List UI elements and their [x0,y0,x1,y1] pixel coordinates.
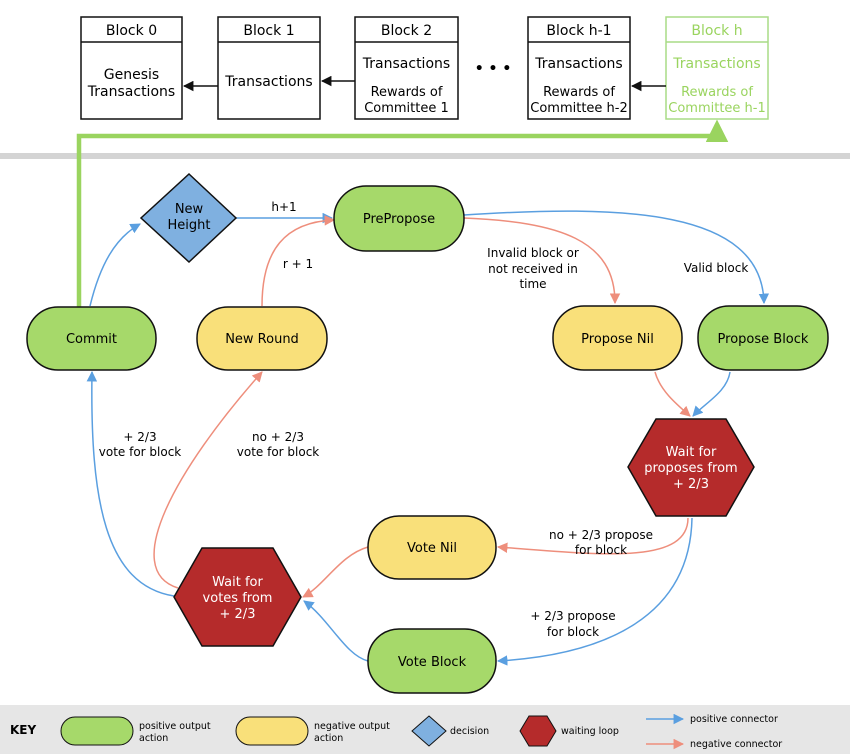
node-commit-label: Commit [66,332,117,347]
edge-labels: h+1 r + 1 Invalid block or not received … [99,200,749,639]
nodes: Commit New Height PrePropose New Round P… [26,172,829,694]
edge-voteblock-to-waitvotes [303,600,369,662]
label-invalid-line2: not received in [488,262,578,276]
label-h-plus-1: h+1 [271,200,296,214]
label-r-plus-1: r + 1 [283,257,313,271]
connectors [86,210,770,666]
legend-key: KEY positive output action negative outp… [0,705,850,754]
label-valid-block: Valid block [684,261,749,275]
block-2-line2: Rewards of [371,85,443,100]
edge-prepropose-to-proposeblock [463,210,770,305]
edge-newround-to-prepropose [261,215,336,307]
legend-decision-label: decision [450,726,489,737]
block-h: Block h Transactions Rewards of Committe… [665,16,769,120]
block-h-line3: Committee h-1 [668,101,766,116]
node-wait-proposes: Wait for proposes from + 2/3 [627,418,755,517]
node-vote-nil-label: Vote Nil [407,541,457,556]
blockchain-row: Block 0 Genesis Transactions Block 1 Tra… [80,16,769,120]
edge-votenil-to-waitvotes [302,546,369,598]
node-propose-nil-label: Propose Nil [581,332,654,347]
block-2-line3: Committee 1 [364,101,449,116]
label-invalid-line3: time [519,277,546,291]
label-no-vote-line2: vote for block [237,445,320,459]
node-wait-votes-line3: + 2/3 [220,607,256,622]
node-new-round: New Round [196,306,328,371]
edge-waitproposes-to-votenil [496,517,689,555]
node-commit: Commit [26,306,157,371]
node-wait-proposes-line1: Wait for [666,445,717,460]
legend-positive-action-swatch [60,716,134,746]
block-2-title: Block 2 [381,23,432,39]
node-new-height: New Height [139,172,238,264]
edge-proposeblock-to-waitproposes [692,371,731,417]
block-2-line1: Transactions [362,56,450,72]
node-vote-block-label: Vote Block [398,655,467,670]
block-1-line1: Transactions [224,74,312,90]
block-h-minus-1-line2: Rewards of [543,85,615,100]
node-new-height-line1: New [175,202,204,217]
node-wait-proposes-line3: + 2/3 [673,477,709,492]
node-propose-block-label: Propose Block [718,332,809,347]
block-1: Block 1 Transactions [217,16,321,120]
block-h-minus-1-line3: Committee h-2 [530,101,628,116]
edge-commit-to-newheight [89,223,141,307]
block-2: Block 2 Transactions Rewards of Committe… [354,16,459,120]
label-no-vote-line1: no + 2/3 [252,430,304,444]
edge-waitvotes-to-commit [86,370,175,597]
chain-ellipsis: • • • [475,61,512,77]
block-0-title: Block 0 [106,23,157,39]
legend-decision-swatch [411,715,447,747]
block-h-minus-1-line1: Transactions [534,56,622,72]
legend-negative-action-line1: negative output [314,721,390,732]
legend-positive-action-line1: positive output [139,721,211,732]
block-0-line2: Transactions [87,84,175,100]
node-new-height-line2: Height [168,218,211,233]
node-propose-nil: Propose Nil [552,305,683,371]
section-divider [0,153,850,159]
node-wait-proposes-line2: proposes from [644,461,737,476]
edge-waitvotes-to-newround [153,371,263,589]
label-no-propose-line1: no + 2/3 propose [549,528,653,542]
block-h-minus-1-title: Block h-1 [546,23,611,39]
legend-negative-connector-label: negative connector [690,739,782,750]
label-vote-for-block-line2: vote for block [99,445,182,459]
node-vote-nil: Vote Nil [367,515,497,580]
block-h-line1: Transactions [672,56,760,72]
node-new-round-label: New Round [225,332,299,347]
legend-positive-action-line2: action [139,733,168,744]
label-vote-for-block-line1: + 2/3 [123,430,156,444]
node-vote-block: Vote Block [367,628,497,694]
node-wait-votes: Wait for votes from + 2/3 [173,547,302,647]
node-wait-votes-line2: votes from [203,591,273,606]
block-1-title: Block 1 [243,23,294,39]
block-0: Block 0 Genesis Transactions [80,16,183,120]
label-no-propose-line2: for block [575,543,627,557]
legend-negative-action-swatch [235,716,309,746]
edge-proposenil-to-waitproposes [654,371,691,417]
block-h-line2: Rewards of [681,85,753,100]
legend-waiting-loop-label: waiting loop [561,726,619,737]
node-prepropose: PrePropose [333,185,465,252]
block-0-line1: Genesis [104,67,159,83]
node-propose-block: Propose Block [697,305,829,371]
legend-title: KEY [10,723,36,737]
label-invalid-line1: Invalid block or [487,246,579,260]
legend-waiting-loop-swatch [519,715,557,747]
block-h-title: Block h [691,23,742,39]
legend-negative-action-line2: action [314,733,343,744]
commit-to-chain-connector [76,119,729,310]
node-wait-votes-line1: Wait for [212,575,263,590]
edge-waitproposes-to-voteblock [496,517,693,666]
legend-positive-connector-label: positive connector [690,714,778,725]
edge-prepropose-to-proposenil [463,217,621,305]
label-yes-propose-line2: for block [547,625,599,639]
label-yes-propose-line1: + 2/3 propose [530,609,615,623]
block-h-minus-1: Block h-1 Transactions Rewards of Commit… [527,16,631,120]
node-prepropose-label: PrePropose [363,212,435,227]
